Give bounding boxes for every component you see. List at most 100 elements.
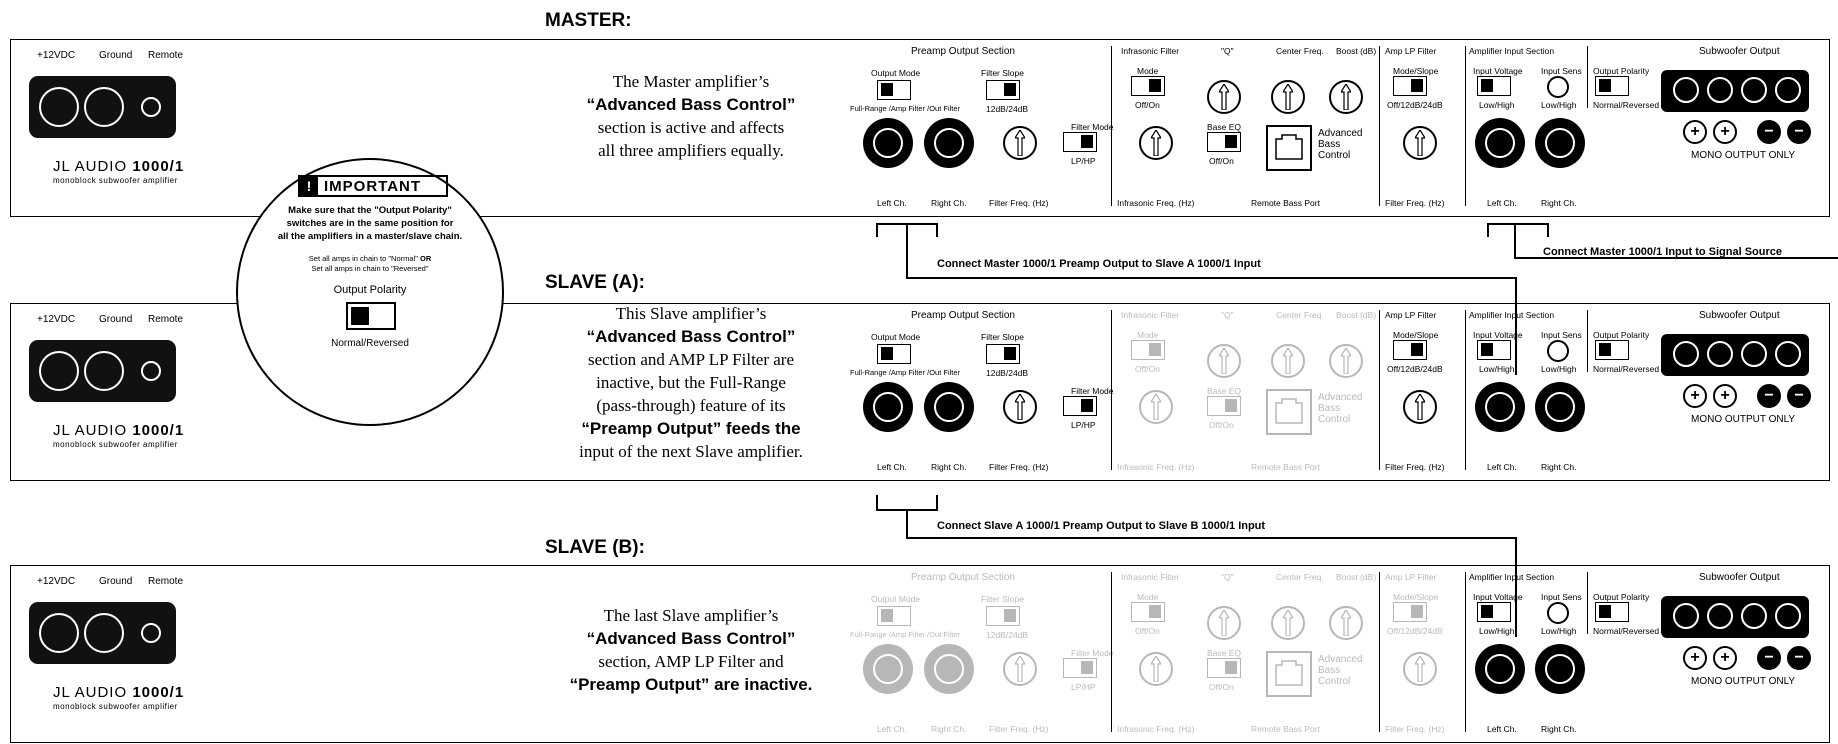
input-right-rca <box>1535 644 1585 694</box>
mode-slope-label: Mode/Slope <box>1393 592 1439 602</box>
input-left-ch-label: Left Ch. <box>1487 724 1517 734</box>
brand-subtitle: monoblock subwoofer amplifier <box>53 176 178 185</box>
plus-terminal-icon: + <box>1713 646 1737 670</box>
center-freq-label: Center Freq. <box>1276 310 1324 320</box>
preamp-left-rca <box>863 644 913 694</box>
subwoofer-output-label: Subwoofer Output <box>1699 572 1780 583</box>
description-master: The Master amplifier’s“Advanced Bass Con… <box>586 72 796 160</box>
filter-mode-label: Filter Mode <box>1071 386 1114 396</box>
preamp-left-rca <box>863 118 913 168</box>
bass-eq-off-on: Off/On <box>1209 420 1234 430</box>
center-freq-label: Center Freq. <box>1276 46 1324 56</box>
sub-output-jack-4 <box>1775 77 1801 103</box>
important-instructions: Set all amps in chain to "Normal" OR Set… <box>308 254 432 273</box>
output-polarity-switch <box>1595 76 1629 96</box>
input-voltage-values: Low/High <box>1479 100 1515 110</box>
amp-input-section-label: Amplifier Input Section <box>1469 572 1555 582</box>
mode-slope-values: Off/12dB/24dB <box>1387 364 1443 374</box>
input-right-rca <box>1535 382 1585 432</box>
bass-eq-off-on: Off/On <box>1209 156 1234 166</box>
plus-terminal-icon: + <box>1713 384 1737 408</box>
input-left-rca <box>1475 118 1525 168</box>
input-sens-label: Input Sens <box>1541 592 1582 602</box>
mono-output-only-label: MONO OUTPUT ONLY <box>1691 150 1796 161</box>
minus-terminal-icon: − <box>1757 384 1781 408</box>
sub-output-jack-4 <box>1775 341 1801 367</box>
connection-slave-a-to-slave-b-label: Connect Slave A 1000/1 Preamp Output to … <box>937 520 1266 532</box>
output-polarity-label: Output Polarity <box>1593 592 1650 602</box>
amp-lp-freq-knob <box>1403 652 1437 686</box>
filter-freq-label: Filter Freq. (Hz) <box>989 724 1049 734</box>
filter-freq-label: Filter Freq. (Hz) <box>989 198 1049 208</box>
sub-output-jack-4 <box>1775 603 1801 629</box>
subwoofer-output-block <box>1661 334 1809 376</box>
output-polarity-values: Normal/Reversed <box>1593 364 1660 374</box>
boost-knob <box>1329 80 1363 114</box>
input-left-rca <box>1475 382 1525 432</box>
mode-slope-values: Off/12dB/24dB <box>1387 626 1443 636</box>
sub-output-jack-2 <box>1707 603 1733 629</box>
master-heading: MASTER: <box>545 10 632 31</box>
preamp-right-ch-label: Right Ch. <box>931 198 967 208</box>
input-right-ch-label: Right Ch. <box>1541 462 1577 472</box>
brand-subtitle: monoblock subwoofer amplifier <box>53 440 178 449</box>
minus-terminal-icon: − <box>1787 120 1811 144</box>
filter-slope-values: 12dB/24dB <box>986 368 1029 378</box>
filter-freq-label: Filter Freq. (Hz) <box>989 462 1049 472</box>
sub-output-jack-1 <box>1673 77 1699 103</box>
infrasonic-filter-label: Infrasonic Filter <box>1121 310 1180 320</box>
ground-jack <box>84 351 124 391</box>
q-label: "Q" <box>1221 572 1234 582</box>
subwoofer-output-label: Subwoofer Output <box>1699 310 1780 321</box>
infrasonic-freq-label: Infrasonic Freq. (Hz) <box>1117 724 1195 734</box>
output-mode-switch <box>877 80 911 100</box>
remote-jack <box>141 623 161 643</box>
preamp-section-title: Preamp Output Section <box>911 572 1015 583</box>
power-terminal-block <box>29 602 176 664</box>
remote-bass-port-icon <box>1266 125 1312 171</box>
full-range-label: Full-Range /Amp Filter /Out Filter <box>850 630 961 639</box>
input-left-rca <box>1475 644 1525 694</box>
output-polarity-label: Output Polarity <box>1593 66 1650 76</box>
separator <box>1379 572 1380 732</box>
mode-slope-switch <box>1393 76 1427 96</box>
important-title: IMPORTANT <box>324 178 422 195</box>
infrasonic-mode-switch <box>1131 340 1165 360</box>
plus-terminal-icon: + <box>1683 384 1707 408</box>
filter-slope-values: 12dB/24dB <box>986 104 1029 114</box>
infrasonic-freq-knob <box>1139 126 1173 160</box>
minus-terminal-icon: − <box>1757 120 1781 144</box>
amp-lp-filter-freq-label: Filter Freq. (Hz) <box>1385 198 1445 208</box>
amp-lp-filter-label: Amp LP Filter <box>1385 310 1437 320</box>
preamp-left-ch-label: Left Ch. <box>877 724 907 734</box>
amp-input-section-label: Amplifier Input Section <box>1469 310 1555 320</box>
input-sens-values: Low/High <box>1541 626 1577 636</box>
filter-slope-switch <box>986 80 1020 100</box>
infrasonic-off-on: Off/On <box>1135 100 1160 110</box>
amp-lp-filter-freq-label: Filter Freq. (Hz) <box>1385 724 1445 734</box>
mono-output-only-label: MONO OUTPUT ONLY <box>1691 414 1796 425</box>
output-polarity-options: Normal/Reversed <box>331 338 409 349</box>
subwoofer-output-block <box>1661 70 1809 112</box>
separator <box>1379 310 1380 470</box>
subwoofer-output-block <box>1661 596 1809 638</box>
power-12vdc-label: +12VDC <box>37 576 76 587</box>
remote-bass-port-label: Remote Bass Port <box>1251 462 1320 472</box>
input-sens-label: Input Sens <box>1541 66 1582 76</box>
minus-terminal-icon: − <box>1787 646 1811 670</box>
mode-slope-switch <box>1393 602 1427 622</box>
filter-mode-switch <box>1063 396 1097 416</box>
separator <box>1465 310 1466 470</box>
center-freq-knob <box>1271 344 1305 378</box>
filter-slope-label: Filter Slope <box>981 332 1024 342</box>
filter-mode-switch <box>1063 658 1097 678</box>
remote-jack <box>141 361 161 381</box>
